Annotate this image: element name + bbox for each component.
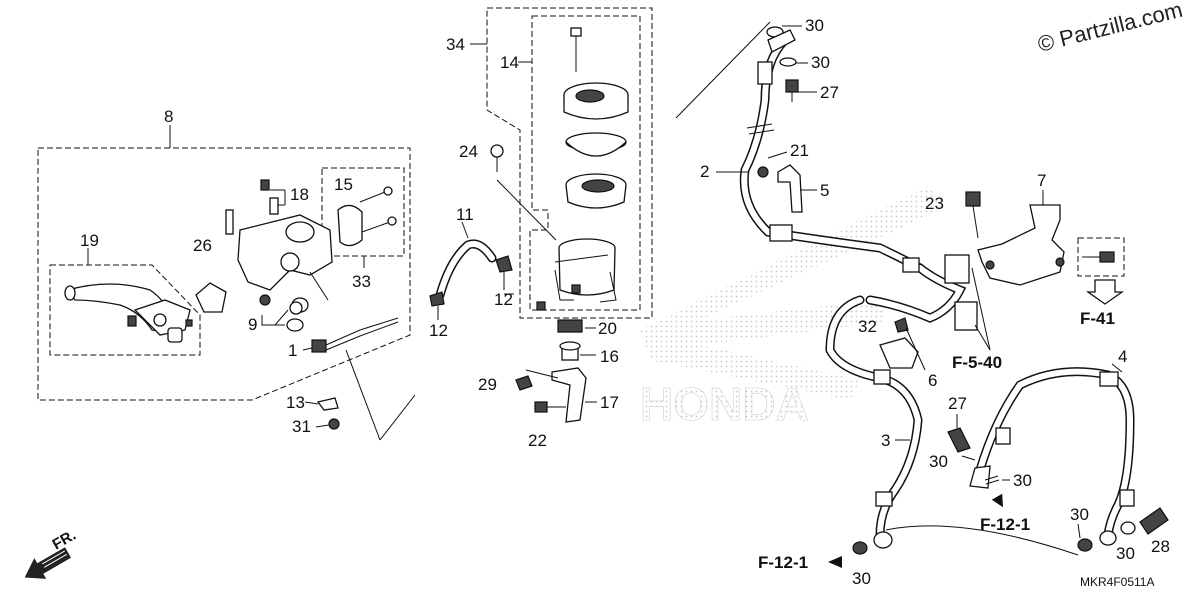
brand-emblem: HONDA [640, 185, 940, 430]
label-21: 21 [790, 141, 809, 160]
label-30g: 30 [1116, 544, 1135, 563]
label-13: 13 [286, 393, 305, 412]
reference-f121b: F-12-1 [980, 515, 1030, 534]
washer-30e [852, 541, 868, 555]
label-6: 6 [928, 371, 937, 390]
reference-f41: F-41 [1080, 309, 1115, 328]
label-26: 26 [193, 236, 212, 255]
label-32: 32 [858, 317, 877, 336]
label-34: 34 [446, 35, 465, 54]
label-7: 7 [1037, 171, 1046, 190]
label-30e: 30 [852, 569, 871, 588]
label-31: 31 [292, 417, 311, 436]
forward-arrow-icon [24, 547, 71, 579]
label-20: 20 [598, 319, 617, 338]
label-30c: 30 [929, 452, 948, 471]
label-30a: 30 [805, 16, 824, 35]
brake-lever [64, 283, 193, 343]
label-9: 9 [248, 315, 257, 334]
reference-f121a: F-12-1 [758, 553, 808, 572]
reference-arrow-f121b [991, 493, 1003, 508]
group-19-outline [49, 264, 201, 356]
grommet-20 [557, 319, 583, 333]
label-17: 17 [600, 393, 619, 412]
label-8: 8 [164, 107, 173, 126]
part-number-labels: 8 19 26 9 1 18 15 33 13 31 11 12 12 34 1… [80, 16, 1170, 588]
label-12b: 12 [494, 290, 513, 309]
reservoir-body [554, 238, 617, 303]
reference-arrow-icon [1085, 279, 1125, 305]
label-2: 2 [700, 162, 709, 181]
nut-29 [515, 375, 533, 391]
label-11: 11 [456, 205, 474, 224]
group-f41-outline [1077, 237, 1125, 277]
label-27a: 27 [820, 83, 839, 102]
pin-13 [316, 397, 339, 411]
label-24: 24 [459, 142, 478, 161]
banjo-fitting-3 [873, 531, 893, 549]
reservoir-group [429, 7, 653, 423]
label-29: 29 [478, 375, 497, 394]
diagram-code: MKR4F0511A [1080, 575, 1154, 589]
watermark-text: © Partzilla.com [1035, 0, 1185, 57]
brake-hoses-group [675, 21, 1169, 556]
hose-fitting-top [757, 61, 773, 85]
clip-32 [894, 317, 909, 333]
group-8-outline [37, 147, 411, 401]
reservoir-plate [565, 132, 627, 157]
label-30f: 30 [1070, 505, 1089, 524]
washer-9 [286, 318, 304, 332]
bolt-22 [534, 401, 548, 413]
label-14: 14 [500, 53, 519, 72]
label-5: 5 [820, 181, 829, 200]
label-19: 19 [80, 231, 99, 250]
label-33: 33 [352, 272, 371, 291]
hose-bracket-7 [977, 204, 1065, 286]
direction-label: FR. [50, 527, 79, 554]
lever-assembly-group [37, 125, 416, 441]
bolt-27b [947, 427, 971, 453]
hose-joint-6 [879, 337, 919, 369]
bolt-28 [1139, 507, 1169, 535]
label-3: 3 [881, 431, 890, 450]
holder-clamp [337, 186, 397, 247]
screw-31 [328, 418, 340, 430]
label-18: 18 [290, 185, 309, 204]
bolt-23 [965, 191, 981, 207]
brake-light-switch [302, 317, 399, 353]
label-22: 22 [528, 431, 547, 450]
reservoir-stay [551, 367, 587, 423]
washer-30b [779, 57, 797, 67]
label-28: 28 [1151, 537, 1170, 556]
label-27b: 27 [948, 394, 967, 413]
reference-f540: F-5-40 [952, 353, 1002, 372]
hose-clamp-5 [777, 164, 803, 213]
master-cylinder-body [195, 209, 333, 313]
reservoir-cap [563, 82, 629, 120]
clip-12a [429, 291, 445, 307]
clip-12b [495, 255, 513, 273]
reservoir-diaphragm [565, 173, 627, 209]
label-23: 23 [925, 194, 944, 213]
joint-block-a [944, 254, 970, 284]
bolt-21 [757, 166, 769, 178]
group-14-outline [529, 15, 641, 311]
label-leaders [504, 25, 1123, 539]
bolt-18 [260, 179, 286, 215]
label-30d: 30 [1013, 471, 1032, 490]
group-33-outline [321, 167, 405, 257]
brand-wordmark: HONDA [640, 378, 809, 430]
reference-arrow-f121a [828, 556, 842, 568]
label-30b: 30 [811, 53, 830, 72]
label-4: 4 [1118, 347, 1127, 366]
joint-block-b [954, 301, 978, 331]
label-16: 16 [600, 347, 619, 366]
label-1: 1 [288, 341, 297, 360]
label-15: 15 [334, 175, 353, 194]
label-12a: 12 [429, 321, 448, 340]
group-34-outline [486, 7, 653, 319]
bolt-27a [785, 79, 799, 93]
banjo-fitting-4 [1099, 530, 1117, 546]
